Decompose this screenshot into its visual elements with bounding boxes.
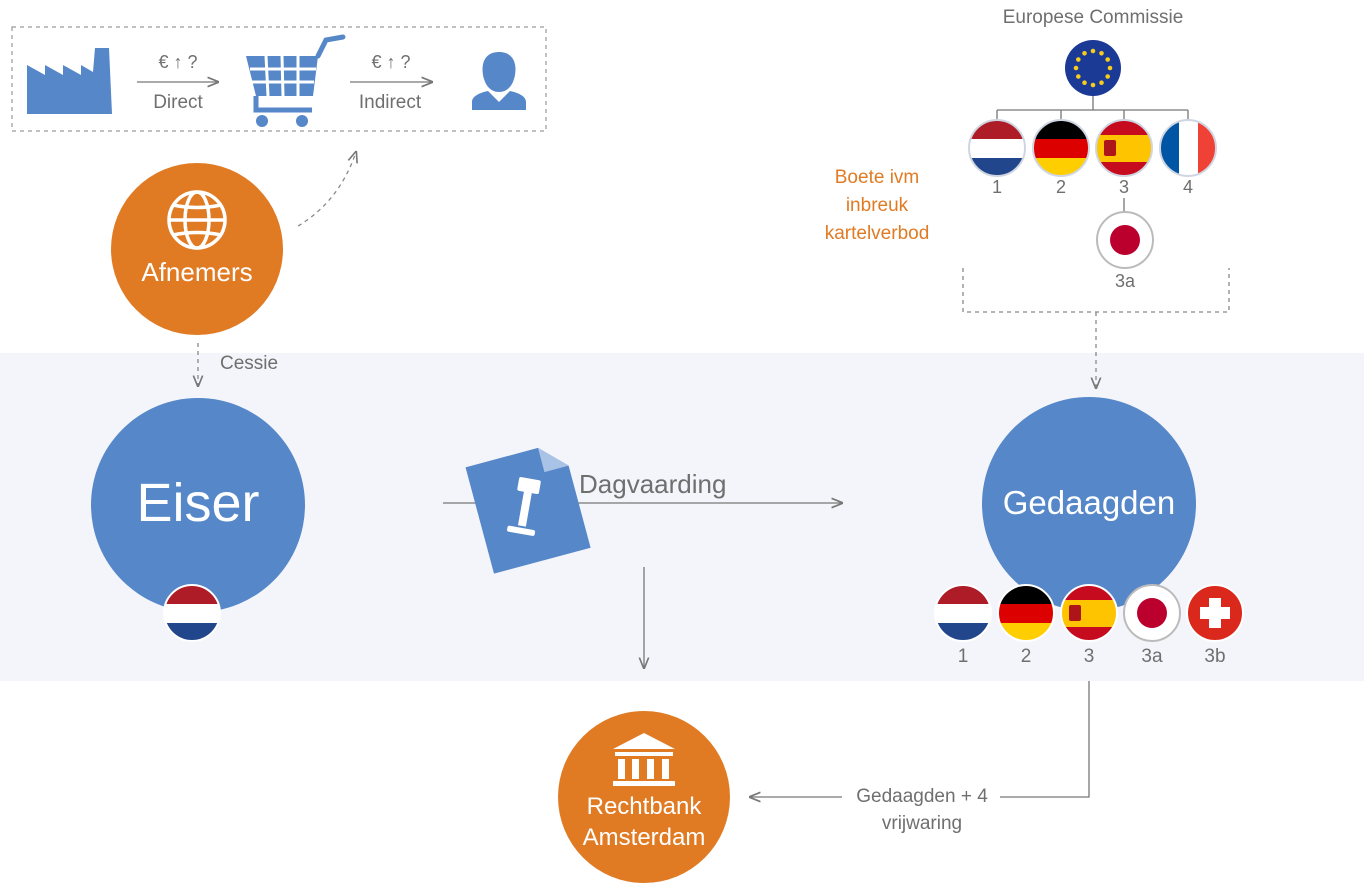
person-icon bbox=[472, 52, 526, 110]
fine-bracket bbox=[962, 268, 1230, 313]
eu-star bbox=[1082, 51, 1087, 56]
eu-star bbox=[1105, 57, 1110, 62]
defendant-flag-ch bbox=[1187, 585, 1243, 641]
eu-star bbox=[1076, 74, 1081, 79]
eu-stars bbox=[1073, 48, 1113, 88]
afnemers-label: Afnemers bbox=[141, 257, 253, 287]
commission-tree-lines bbox=[996, 96, 1189, 212]
defendant-label-1: 1 bbox=[957, 646, 969, 667]
eu-star bbox=[1090, 82, 1096, 88]
eu-flag bbox=[1065, 40, 1121, 96]
eu-star bbox=[1099, 80, 1104, 85]
commission-label-3: 3 bbox=[1118, 177, 1130, 197]
defendant-label-3a: 3a bbox=[1141, 646, 1163, 667]
gedaagden-label: Gedaagden bbox=[1002, 484, 1176, 521]
eiser-circle[interactable] bbox=[91, 398, 305, 612]
eu-star bbox=[1105, 74, 1110, 79]
commission-title: Europese Commissie bbox=[1002, 7, 1184, 28]
fine-text-line3: kartelverbod bbox=[824, 223, 930, 244]
eu-star bbox=[1099, 51, 1104, 56]
commission-label-1: 1 bbox=[991, 177, 1003, 197]
globe-icon bbox=[167, 190, 227, 250]
eu-star bbox=[1082, 80, 1087, 85]
direct-price-note: € ↑ ? bbox=[158, 52, 198, 72]
courthouse-icon bbox=[613, 733, 675, 786]
court-label-line2: Amsterdam bbox=[582, 824, 706, 851]
dagvaarding-label: Dagvaarding bbox=[579, 469, 727, 499]
eu-star bbox=[1073, 65, 1079, 71]
direct-label: Direct bbox=[153, 92, 203, 113]
factory-icon bbox=[27, 48, 112, 114]
defendant-label-2: 2 bbox=[1020, 646, 1032, 667]
eiser-label: Eiser bbox=[136, 473, 260, 533]
eu-star bbox=[1090, 48, 1096, 54]
commission-label-3a: 3a bbox=[1114, 271, 1136, 291]
court-circle[interactable] bbox=[558, 711, 730, 883]
eu-star bbox=[1107, 65, 1113, 71]
fine-text-line2: inbreuk bbox=[845, 195, 909, 216]
vrijwaring-line2: vrijwaring bbox=[881, 813, 963, 834]
indirect-label: Indirect bbox=[358, 92, 422, 113]
court-label-line1: Rechtbank bbox=[586, 793, 702, 820]
defendant-label-3: 3 bbox=[1083, 646, 1095, 667]
vrijwaring-line bbox=[1000, 681, 1090, 798]
supply-chain-box bbox=[11, 26, 547, 132]
gedaagden-circle[interactable] bbox=[982, 397, 1196, 611]
indirect-price-note: € ↑ ? bbox=[371, 52, 411, 72]
fine-text-line1: Boete ivm bbox=[834, 167, 920, 188]
commission-label-4: 4 bbox=[1182, 177, 1194, 197]
defendant-flag-jp bbox=[1124, 585, 1180, 641]
shopping-cart-icon bbox=[246, 34, 346, 127]
cessie-label: Cessie bbox=[220, 353, 279, 374]
vrijwaring-line1: Gedaagden + 4 bbox=[856, 786, 988, 807]
defendant-label-3b: 3b bbox=[1204, 646, 1226, 667]
commission-label-2: 2 bbox=[1055, 177, 1067, 197]
eu-star bbox=[1076, 57, 1081, 62]
gavel-document-icon bbox=[465, 447, 591, 574]
afnemers-chain-link bbox=[297, 152, 356, 227]
commission-flag-jp bbox=[1097, 212, 1153, 268]
